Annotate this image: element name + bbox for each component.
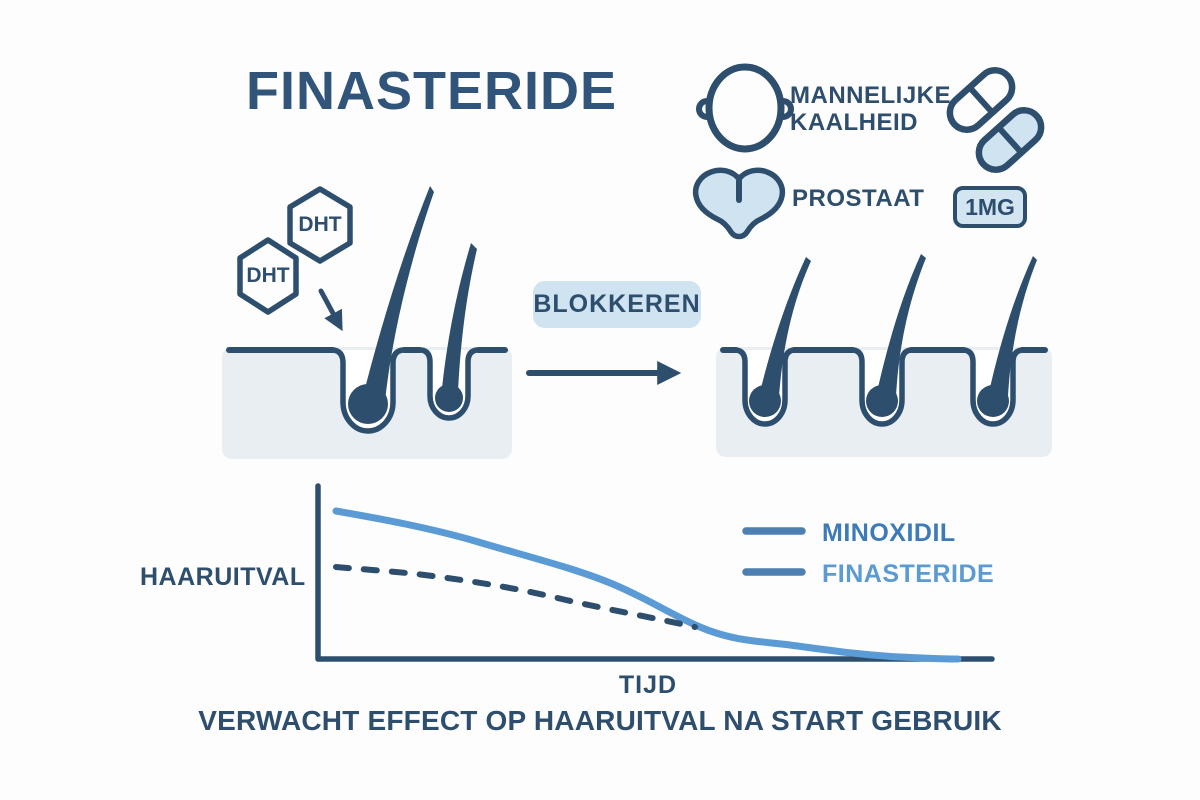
- hair-bulb: [348, 384, 388, 424]
- prostate-icon: [692, 167, 786, 240]
- dht-hexagon-icon: [287, 186, 353, 264]
- hair-strand: [760, 257, 811, 396]
- male-baldness-label: MANNELIJKE KAALHEID: [790, 82, 951, 136]
- male-baldness-label-line2: KAALHEID: [790, 109, 918, 136]
- page-title: FINASTERIDE: [246, 61, 618, 121]
- legend-label-finasteride: FINASTERIDE: [822, 560, 995, 588]
- hairs-before: [348, 186, 477, 424]
- dht-hexagon-icon: [237, 237, 299, 315]
- blokkeren-badge: BLOKKEREN: [533, 281, 701, 328]
- arrow-down-right-icon: [318, 288, 343, 332]
- chart-y-axis-label: HAARUITVAL: [140, 563, 306, 591]
- chart-x-axis-label: TIJD: [618, 671, 678, 699]
- hair-bulb: [749, 385, 781, 417]
- chart-caption: VERWACHT EFFECT OP HAARUITVAL NA START G…: [198, 705, 1002, 736]
- dht-molecule-label: DHT: [246, 264, 290, 287]
- hair-strand: [877, 254, 926, 396]
- blokkeren-badge-label: BLOKKEREN: [533, 290, 701, 318]
- chart-line-solid: [332, 507, 962, 663]
- dose-badge-label: 1MG: [965, 193, 1015, 220]
- dht-molecule-label: DHT: [298, 213, 342, 236]
- hairs-after: [749, 254, 1037, 417]
- dht-molecules-group: [237, 186, 353, 315]
- scalp-before-diagram: [222, 186, 512, 459]
- pills-icon: [946, 67, 1045, 173]
- hair-bulb: [866, 385, 898, 417]
- hair-strand: [363, 186, 434, 401]
- dose-badge: 1MG: [953, 186, 1027, 228]
- scalp-after-diagram: [716, 254, 1052, 457]
- hair-strand: [989, 256, 1037, 396]
- bald-head-icon: [696, 63, 794, 153]
- hair-strand: [442, 243, 477, 391]
- male-baldness-label-line1: MANNELIJKE: [790, 82, 952, 109]
- chart-axes: [315, 483, 995, 662]
- legend-label-minoxidil: MINOXIDIL: [822, 519, 956, 547]
- hairloss-chart: [315, 483, 995, 663]
- hair-bulb: [977, 385, 1009, 417]
- hair-bulb: [435, 384, 463, 412]
- chart-line-dashed: [333, 564, 698, 630]
- prostate-label: PROSTAAT: [792, 185, 925, 212]
